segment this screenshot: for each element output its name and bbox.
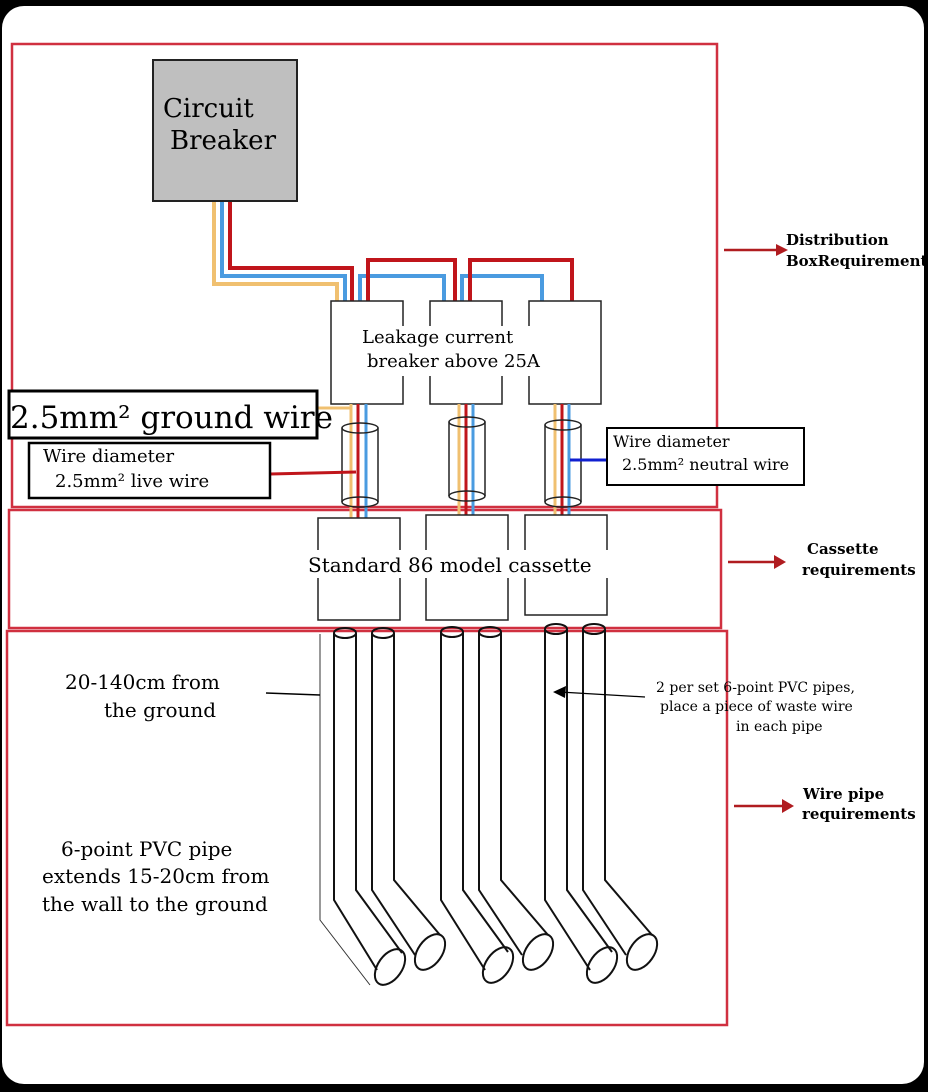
cassette-section-label-line2: requirements [802, 561, 916, 579]
ground-wire-label: 2.5mm² ground wire [10, 400, 333, 436]
pvc-note-line3: in each pipe [736, 719, 823, 735]
wire-pipe-frame [5, 629, 729, 1027]
circuit-breaker-box [152, 59, 298, 202]
pvc-note-pointer [559, 691, 646, 698]
live-wire-pointer [269, 470, 357, 476]
leakage-breaker-label-line1: Leakage current [362, 327, 514, 348]
neutral-wire-label-line1: Wire diameter [613, 432, 730, 451]
supply-wires [212, 200, 574, 301]
pipe-extend-label-line1: 6-point PVC pipe [61, 837, 232, 861]
circuit-breaker-label-line2: Breaker [170, 126, 277, 156]
pvc-note-line2: place a piece of waste wire [660, 699, 853, 715]
live-wire-label-line1: Wire diameter [43, 446, 175, 467]
height-label-line2: the ground [104, 698, 216, 722]
distribution-label-line2: BoxRequirements [786, 252, 928, 270]
section-arrows [724, 244, 794, 813]
cassette-label: Standard 86 model cassette [308, 553, 592, 577]
pipe-section-label-line2: requirements [802, 805, 916, 823]
leakage-breaker-label-line2: breaker above 25A [367, 351, 541, 372]
distribution-label-line1: Distribution [786, 231, 889, 249]
neutral-wire-label-line2: 2.5mm² neutral wire [622, 455, 789, 474]
pvc-note-line1: 2 per set 6-point PVC pipes, [656, 680, 855, 696]
circuit-breaker-label-line1: Circuit [163, 94, 254, 124]
branch-wires [349, 404, 571, 518]
pipe-extend-label-line2: extends 15-20cm from [42, 864, 269, 888]
neutral-wire-label-box [606, 427, 805, 486]
conduit-sleeves [341, 416, 582, 508]
live-wire-label-line2: 2.5mm² live wire [55, 471, 209, 492]
height-pointer [265, 692, 321, 696]
pipe-extend-label-line3: the wall to the ground [42, 892, 268, 916]
cassette-section-label-line1: Cassette [807, 540, 879, 558]
live-wire-label-box [27, 441, 272, 500]
wall-ground-line [319, 634, 371, 986]
pvc-pipes [333, 623, 659, 986]
pvc-note-arrowhead [553, 686, 566, 698]
height-label-line1: 20-140cm from [65, 670, 220, 694]
ground-wire-label-box [7, 389, 319, 440]
pipe-section-label-line1: Wire pipe [802, 785, 884, 803]
